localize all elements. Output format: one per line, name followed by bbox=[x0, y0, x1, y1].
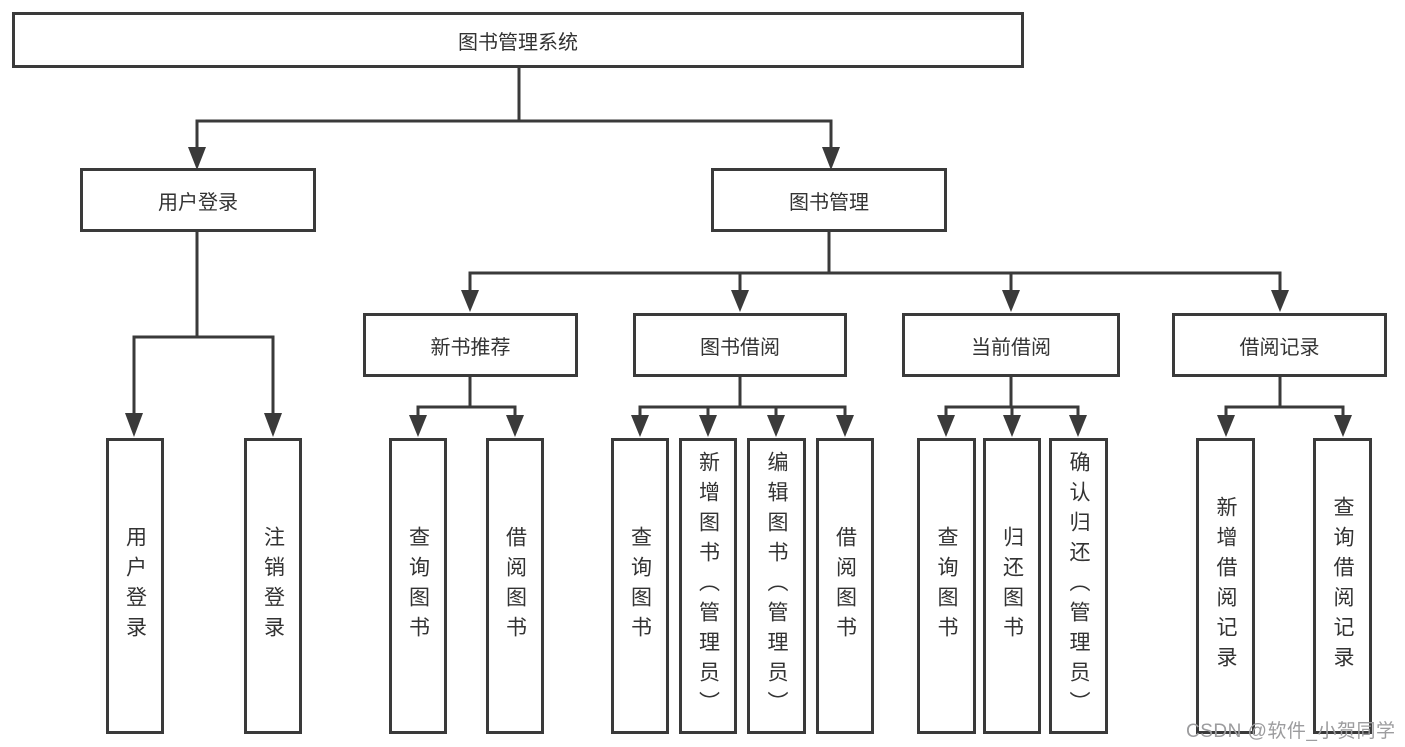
node-current-borrow: 当前借阅 bbox=[902, 313, 1120, 377]
leaf-query-books-recommend: 查询图书 bbox=[389, 438, 447, 734]
node-book-management: 图书管理 bbox=[711, 168, 947, 232]
arrowhead-icons bbox=[125, 147, 1352, 437]
node-book-borrow: 图书借阅 bbox=[633, 313, 847, 377]
leaf-borrow-books: 借阅图书 bbox=[816, 438, 874, 734]
node-library-system: 图书管理系统 bbox=[12, 12, 1024, 68]
leaf-query-books-current: 查询图书 bbox=[917, 438, 976, 734]
leaf-logout: 注销登录 bbox=[244, 438, 302, 734]
leaf-add-book-admin: 新增图书（管理员） bbox=[679, 438, 737, 734]
node-new-book-recommend: 新书推荐 bbox=[363, 313, 578, 377]
leaf-query-books-borrow: 查询图书 bbox=[611, 438, 669, 734]
leaf-query-borrow-record: 查询借阅记录 bbox=[1313, 438, 1372, 734]
csdn-watermark: CSDN @软件_小贺同学 bbox=[1186, 721, 1396, 742]
node-borrow-records: 借阅记录 bbox=[1172, 313, 1387, 377]
tree-branch-lines bbox=[132, 66, 1345, 418]
leaf-return-book: 归还图书 bbox=[983, 438, 1041, 734]
leaf-user-login: 用户登录 bbox=[106, 438, 164, 734]
leaf-borrow-books-recommend: 借阅图书 bbox=[486, 438, 544, 734]
leaf-add-borrow-record: 新增借阅记录 bbox=[1196, 438, 1255, 734]
leaf-confirm-return-admin: 确认归还（管理员） bbox=[1049, 438, 1108, 734]
node-user-login: 用户登录 bbox=[80, 168, 316, 232]
leaf-edit-book-admin: 编辑图书（管理员） bbox=[747, 438, 806, 734]
